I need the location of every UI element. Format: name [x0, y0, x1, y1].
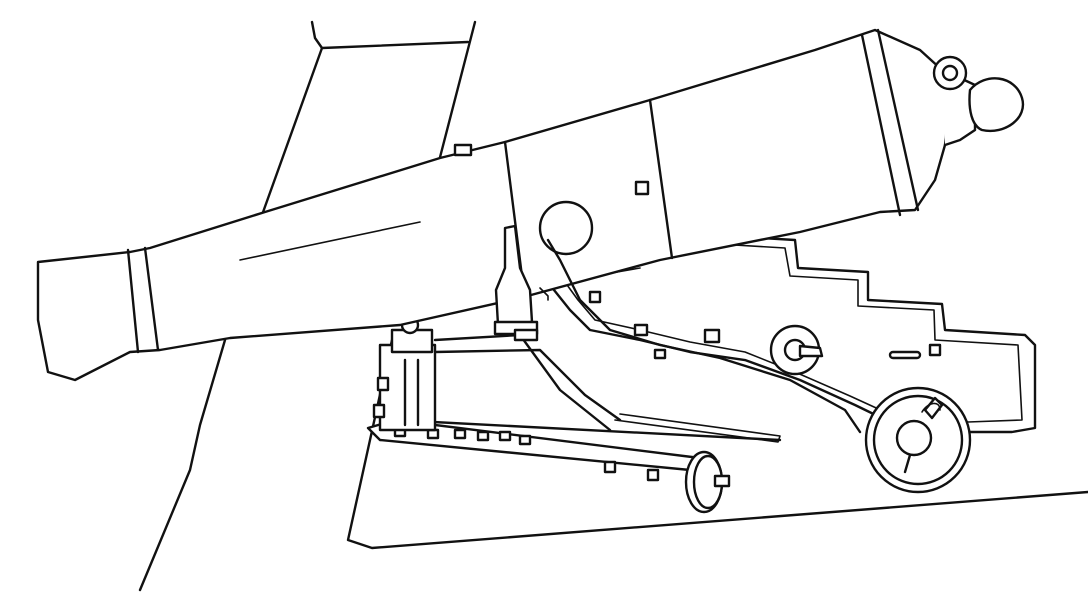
embrasure-wall [138, 20, 1088, 592]
base-ring-1 [860, 33, 902, 217]
middle-hub-pin [798, 344, 824, 358]
wheel-pin-top [923, 396, 944, 420]
base-ring-2 [876, 28, 920, 212]
platform-front-slant [346, 338, 1088, 550]
wall-lower-left [138, 338, 227, 592]
cannon-barrel [36, 28, 952, 382]
wall-left-slant [260, 46, 324, 217]
wall-rear-slant [436, 20, 477, 167]
truck-wheel-axle [713, 474, 731, 488]
carriage-lower-front [433, 348, 622, 422]
trunnion [538, 200, 594, 256]
barrel-highlight [239, 221, 421, 261]
wedge [493, 224, 549, 342]
wedge-lever [539, 287, 549, 301]
ground-beam-top [393, 418, 782, 442]
carriage-front-bar [433, 333, 612, 432]
cascabel-loop-hole [941, 64, 959, 82]
wheel-pin-bottom [903, 453, 912, 474]
front-axle-block [372, 315, 437, 432]
wall-upper-ledge [310, 20, 470, 50]
carriage-bolts [588, 290, 942, 360]
rear-wheel [864, 386, 972, 494]
front-truck-wheel [684, 450, 731, 514]
muzzle-ring-2 [143, 246, 160, 352]
reinforce-ring-2 [648, 98, 674, 260]
wheel-ring [921, 402, 941, 413]
cascabel-button [968, 77, 1025, 133]
vent-field [453, 143, 473, 157]
cascabel [932, 55, 1025, 147]
carriage-sweep [546, 238, 862, 434]
middle-axle [769, 324, 824, 376]
ground-beam-flange [614, 413, 781, 443]
wheel-hub [895, 419, 933, 457]
muzzle-ring-1 [126, 248, 140, 354]
trunnion-mark [634, 180, 650, 196]
